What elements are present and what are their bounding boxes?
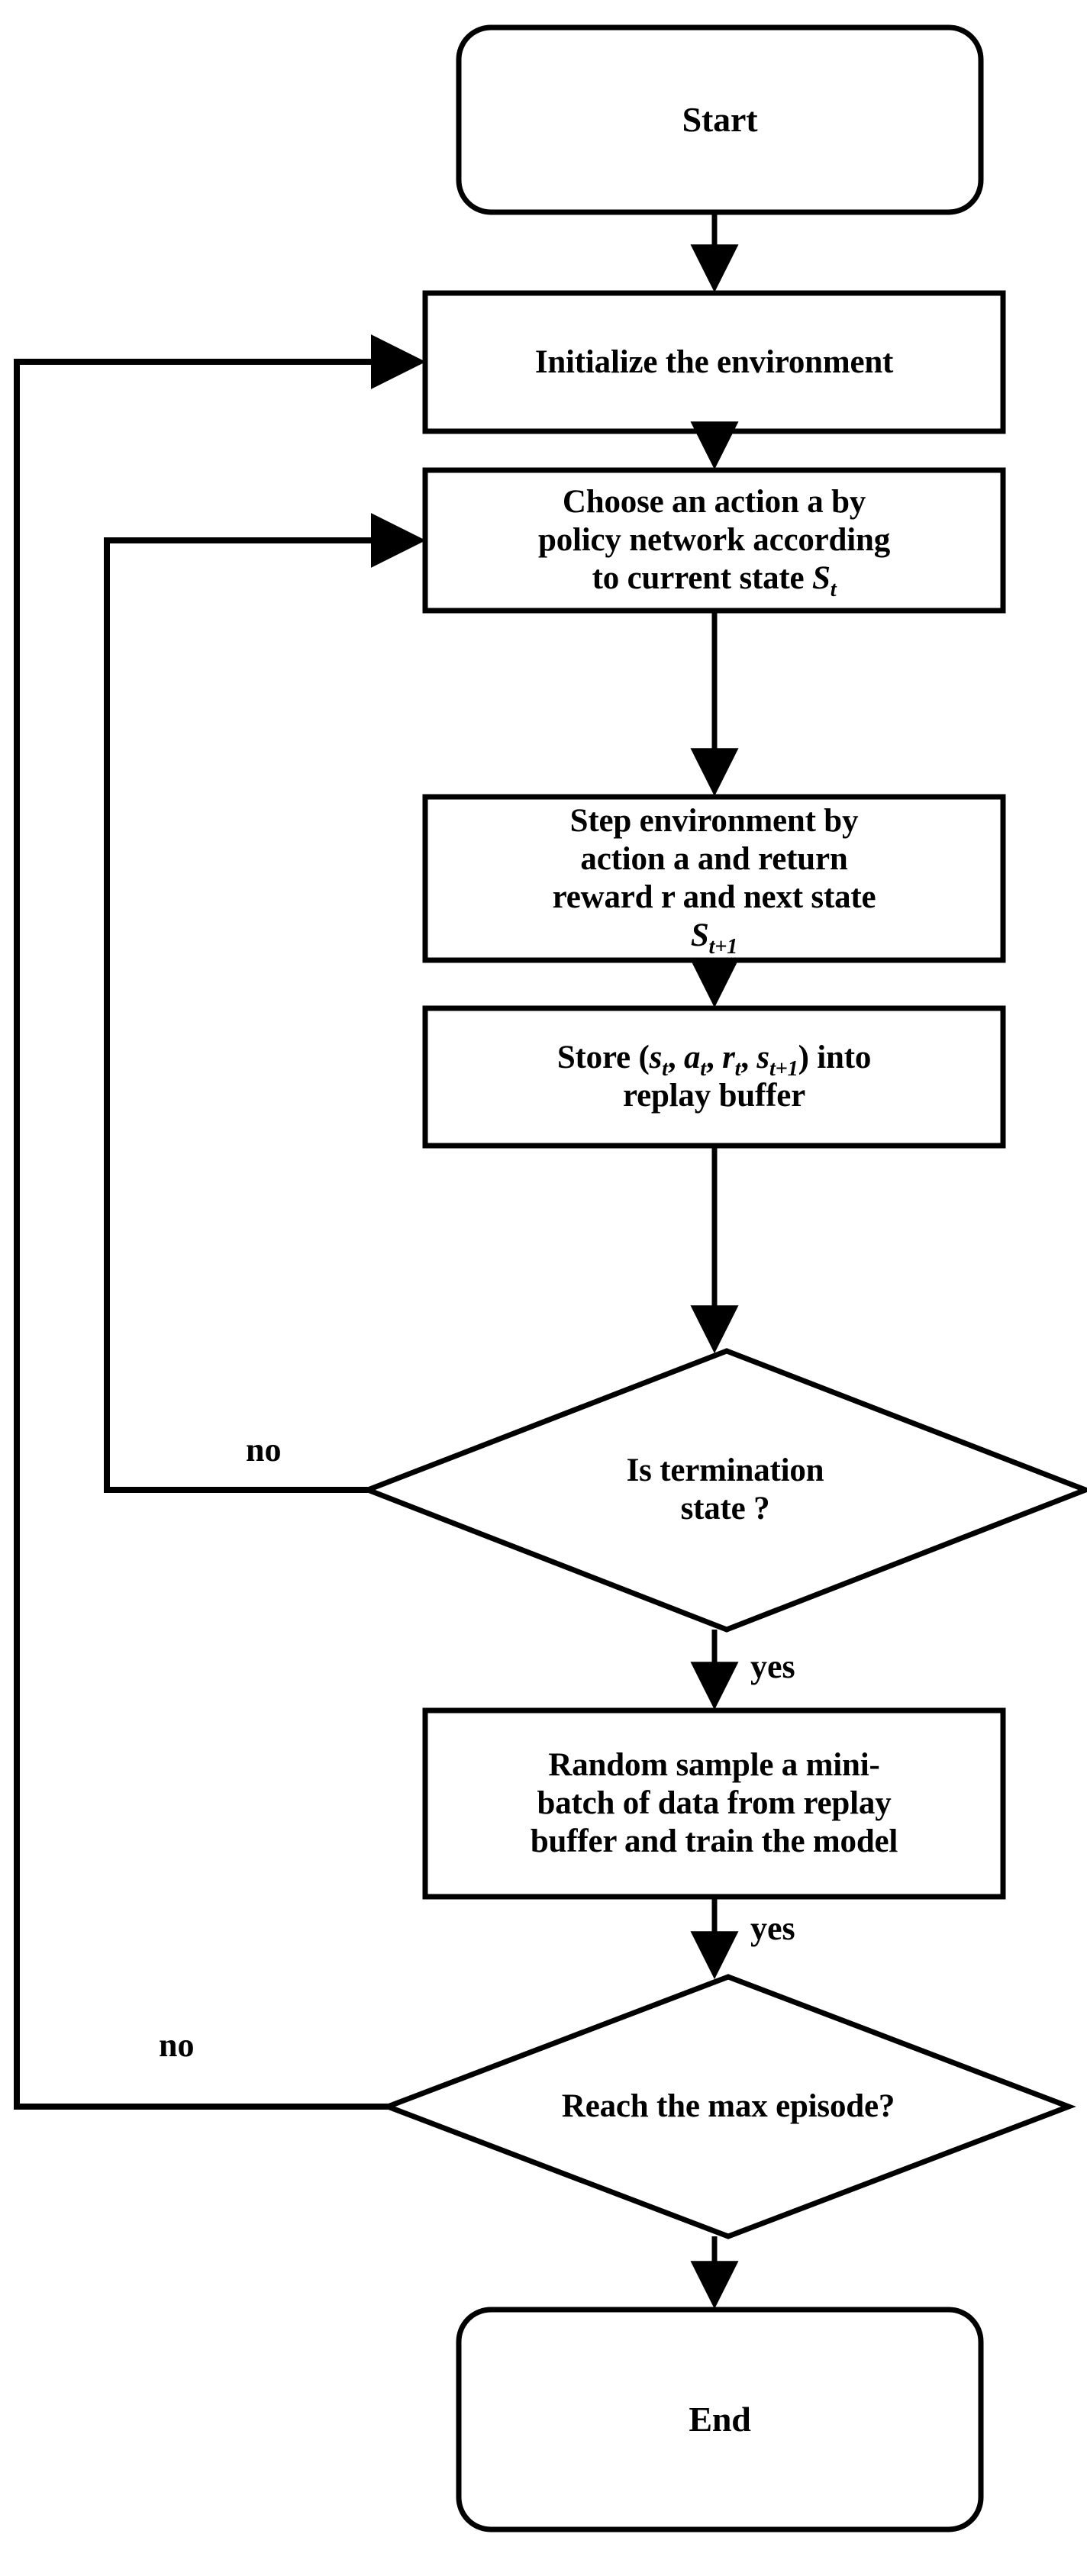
store-node-shape — [422, 1005, 1006, 1149]
start-node-shape — [456, 24, 984, 215]
init-node-shape — [422, 290, 1006, 434]
step-node-shape — [422, 794, 1006, 963]
max-episode-node-shape — [380, 1974, 1076, 2239]
end-node-shape — [456, 2307, 984, 2532]
edge-label-termination-no: no — [246, 1431, 282, 1469]
edge-label-max-episode-no: no — [159, 2026, 195, 2064]
edge-max-episode-no-loop — [14, 334, 426, 2110]
edge-label-max-episode-yes: yes — [750, 1910, 795, 1947]
edge-label-termination-yes: yes — [750, 1648, 795, 1685]
edge-termination-no-loop — [104, 513, 426, 1493]
termination-node-shape — [360, 1348, 1087, 1633]
sample-node-shape — [422, 1707, 1006, 1900]
choose-node-shape — [422, 467, 1006, 614]
